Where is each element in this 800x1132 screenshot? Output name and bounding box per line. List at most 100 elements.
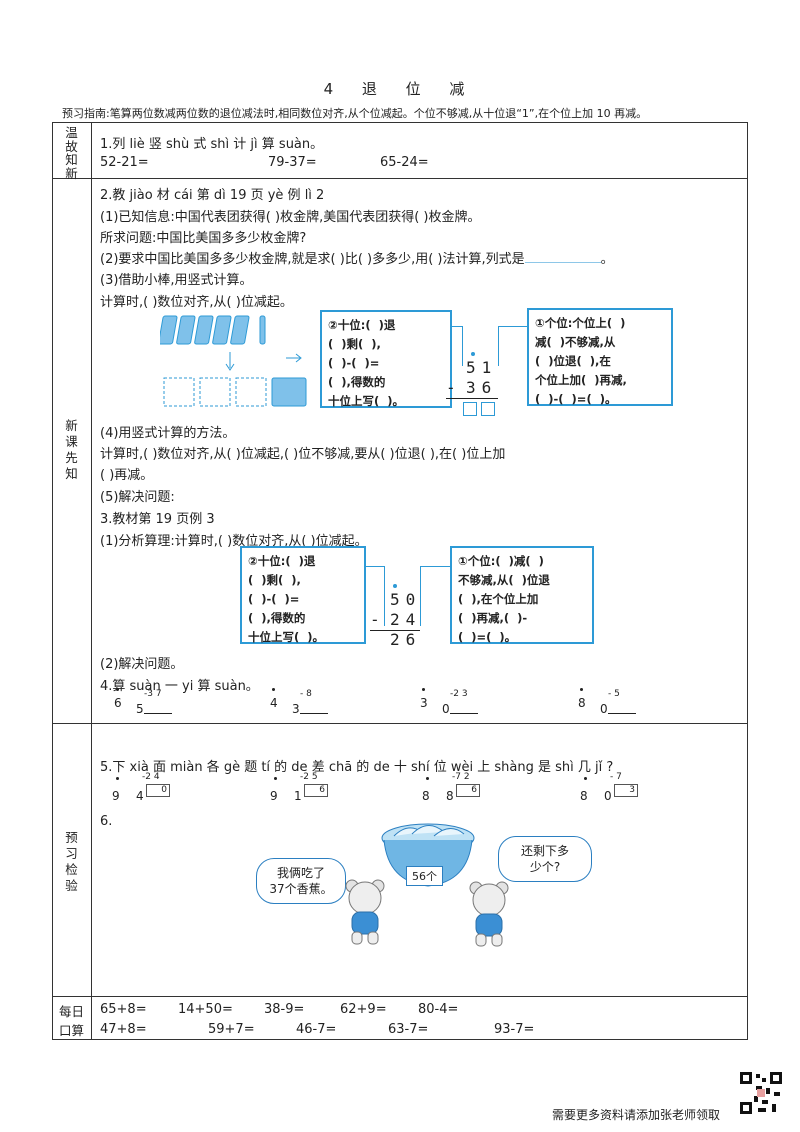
ten-dot (584, 777, 587, 780)
section-label-new-lesson: 新课先知 (65, 418, 78, 481)
bear-left-illustration (345, 879, 385, 945)
q4-digit-b: 0 (442, 702, 450, 716)
q2-line: (1)已知信息:中国代表团获得( )枚金牌,美国代表团获得( )枚金牌。 (100, 210, 481, 225)
ten-dot (426, 777, 429, 780)
q4-digit-a: 8 (578, 696, 586, 710)
q5-answer-box[interactable]: 6 (456, 784, 480, 797)
q5-digit-a: 9 (112, 789, 120, 803)
q2-line: 计算时,( )数位对齐,从( )位减起,( )位不够减,要从( )位退( ),在… (100, 447, 506, 462)
q4-superscript: - 8 (300, 689, 312, 699)
subtrahend: 36 (466, 378, 498, 397)
q4-superscript: -2 3 (450, 689, 468, 699)
q4-digit-b: 5 (136, 702, 144, 716)
section-label-check: 预习检验 (65, 830, 78, 893)
ten-dot (274, 777, 277, 780)
answer-blank[interactable] (524, 251, 601, 263)
q2-line: (4)用竖式计算的方法。 (100, 426, 236, 441)
q5-superscript: - 7 (610, 772, 622, 782)
ten-dot (116, 688, 119, 691)
q4-bar (144, 713, 172, 714)
answer-box-ones[interactable] (481, 402, 495, 416)
q1-item: 79-37= (268, 155, 317, 170)
column-divider (91, 122, 92, 1040)
q5-digit-b: 4 (136, 789, 144, 803)
banana-bowl-illustration (381, 823, 475, 887)
daily-item: 62+9= (340, 1002, 387, 1017)
q5-digit-b: 1 (294, 789, 302, 803)
speech-bubble-left: 我俩吃了 37个香蕉。 (256, 858, 346, 904)
q4-digit-a: 4 (270, 696, 278, 710)
daily-item: 59+7= (208, 1022, 255, 1037)
q3-line: (2)解决问题。 (100, 657, 184, 672)
q4-bar (450, 713, 478, 714)
preview-guide: 预习指南:笔算两位数减两位数的退位减法时,相同数位对齐,从个位减起。个位不够减,… (62, 107, 648, 120)
q5-answer-box[interactable]: 3 (614, 784, 638, 797)
borrow-dot (471, 352, 475, 356)
q5-digit-b: 8 (446, 789, 454, 803)
q1-item: 65-24= (380, 155, 429, 170)
ten-dot (116, 777, 119, 780)
daily-item: 80-4= (418, 1002, 459, 1017)
daily-item: 38-9= (264, 1002, 305, 1017)
q4-digit-b: 3 (292, 702, 300, 716)
q5-answer-box[interactable]: 0 (146, 784, 170, 797)
q5-digit-b: 0 (604, 789, 612, 803)
speech-bubble-right: 还剩下多 少个? (498, 836, 592, 882)
q4-bar (300, 713, 328, 714)
q5-superscript: -7 2 (452, 772, 470, 782)
q2-line: (3)借助小棒,用竖式计算。 (100, 273, 253, 288)
worksheet-table (52, 122, 748, 1040)
q2-line: (5)解决问题: (100, 490, 175, 505)
row-divider (52, 723, 748, 724)
q2-line: ( )再减。 (100, 468, 154, 483)
q2-heading: 2.教 jiào 材 cái 第 dì 19 页 yè 例 lì 2 (100, 188, 325, 203)
q3-heading: 3.教材第 19 页例 3 (100, 512, 215, 527)
q4-heading: 4.算 suàn 一 yi 算 suàn。 (100, 679, 259, 694)
daily-item: 63-7= (388, 1022, 429, 1037)
q2-line: 所求问题:中国比美国多多少枚金牌? (100, 231, 307, 246)
minus-sign: - (446, 378, 462, 397)
q1-heading: 1.列 liè 竖 shù 式 shì 计 jì 算 suàn。 (100, 137, 324, 152)
q4-digit-a: 3 (420, 696, 428, 710)
minuend: 51 (466, 358, 498, 377)
q5-digit-a: 8 (580, 789, 588, 803)
section-label-review: 温故知新 (65, 125, 78, 181)
footer-note: 需要更多资料请添加张老师领取 (551, 1108, 720, 1122)
daily-item: 46-7= (296, 1022, 337, 1037)
ten-dot (272, 688, 275, 691)
q5-heading: 5.下 xià 面 miàn 各 gè 题 tí 的 de 差 chā 的 de… (100, 760, 614, 775)
daily-item: 14+50= (178, 1002, 233, 1017)
q4-superscript: - 5 (608, 689, 620, 699)
tens-explanation-box: ②十位:( )退 ( )剩( ), ( )-( )= ( ),得数的 十位上写(… (320, 310, 452, 408)
bowl-label: 56个 (406, 866, 443, 886)
q4-digit-a: 6 (114, 696, 122, 710)
daily-item: 93-7= (494, 1022, 535, 1037)
row-divider (52, 996, 748, 997)
qr-code-icon[interactable] (738, 1070, 784, 1116)
bear-right-illustration (469, 881, 509, 947)
q5-superscript: -2 5 (300, 772, 318, 782)
difference: 26 (390, 630, 422, 649)
row-divider (52, 178, 748, 179)
q6-heading: 6. (100, 814, 113, 829)
ones-explanation-box: ①个位:( )减( ) 不够减,从( )位退 ( ),在个位上加 ( )再减,(… (450, 546, 594, 644)
q1-item: 52-21= (100, 155, 149, 170)
q5-answer-box[interactable]: 6 (304, 784, 328, 797)
daily-item: 65+8= (100, 1002, 147, 1017)
q5-digit-a: 8 (422, 789, 430, 803)
sticks-illustration (160, 315, 307, 407)
q5-digit-a: 9 (270, 789, 278, 803)
answer-box-tens[interactable] (463, 402, 477, 416)
q2-line: (2)要求中国比美国多多少枚金牌,就是求( )比( )多多少,用( )法计算,列… (100, 251, 614, 267)
section-label-daily: 每日口算 (58, 1004, 84, 1038)
ten-dot (422, 688, 425, 691)
q4-superscript: -3 7 (144, 689, 162, 699)
q3-line: (1)分析算理:计算时,( )数位对齐,从( )位减起。 (100, 534, 368, 549)
borrow-dot (393, 584, 397, 588)
ones-explanation-box: ①个位:个位上( ) 减( )不够减,从 ( )位退( ),在 个位上加( )再… (527, 308, 673, 406)
q4-digit-b: 0 (600, 702, 608, 716)
ten-dot (580, 688, 583, 691)
q2-line: 计算时,( )数位对齐,从( )位减起。 (100, 295, 293, 310)
daily-item: 47+8= (100, 1022, 147, 1037)
q4-bar (608, 713, 636, 714)
